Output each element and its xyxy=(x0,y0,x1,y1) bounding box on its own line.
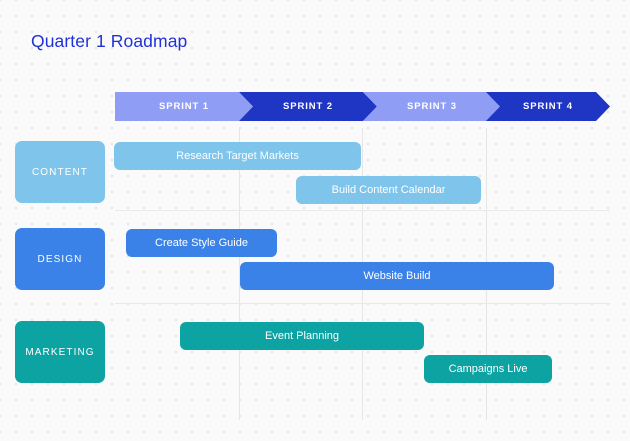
swimlane-divider-content-design xyxy=(115,210,610,211)
task-label-research-target-markets: Research Target Markets xyxy=(176,150,299,162)
task-bar-campaigns-live[interactable]: Campaigns Live xyxy=(424,355,552,383)
task-bar-create-style-guide[interactable]: Create Style Guide xyxy=(126,229,277,257)
swimlane-label-content: CONTENT xyxy=(31,166,89,178)
page-title: Quarter 1 Roadmap xyxy=(31,31,188,51)
swimlane-divider-design-marketing xyxy=(115,303,610,304)
task-label-website-build: Website Build xyxy=(363,270,431,282)
swimlane-chip-marketing[interactable]: MARKETING xyxy=(15,321,105,383)
swimlane-label-marketing: MARKETING xyxy=(25,346,95,358)
task-label-event-planning: Event Planning xyxy=(265,330,339,342)
sprint-header: SPRINT 1 SPRINT 2 SPRINT 3 SPRINT 4 xyxy=(115,92,610,121)
sprint-chevron-2[interactable]: SPRINT 2 xyxy=(239,92,377,121)
task-bar-website-build[interactable]: Website Build xyxy=(240,262,554,290)
sprint-chevron-1[interactable]: SPRINT 1 xyxy=(115,92,253,121)
task-label-campaigns-live: Campaigns Live xyxy=(448,363,528,375)
task-bar-build-content-calendar[interactable]: Build Content Calendar xyxy=(296,176,481,204)
sprint-label-1: SPRINT 1 xyxy=(159,101,209,112)
task-bar-research-target-markets[interactable]: Research Target Markets xyxy=(114,142,361,170)
sprint-chevron-4[interactable]: SPRINT 4 xyxy=(486,92,610,121)
sprint-label-2: SPRINT 2 xyxy=(283,101,333,112)
task-label-build-content-calendar: Build Content Calendar xyxy=(331,184,446,196)
swimlane-label-design: DESIGN xyxy=(37,253,83,265)
task-label-create-style-guide: Create Style Guide xyxy=(155,237,248,249)
swimlane-chip-content[interactable]: CONTENT xyxy=(15,141,105,203)
task-bar-event-planning[interactable]: Event Planning xyxy=(180,322,424,350)
sprint-label-3: SPRINT 3 xyxy=(407,101,457,112)
gridline-sprint-1-2 xyxy=(239,128,240,420)
swimlane-chip-design[interactable]: DESIGN xyxy=(15,228,105,290)
sprint-chevron-3[interactable]: SPRINT 3 xyxy=(363,92,501,121)
sprint-label-4: SPRINT 4 xyxy=(523,101,573,112)
